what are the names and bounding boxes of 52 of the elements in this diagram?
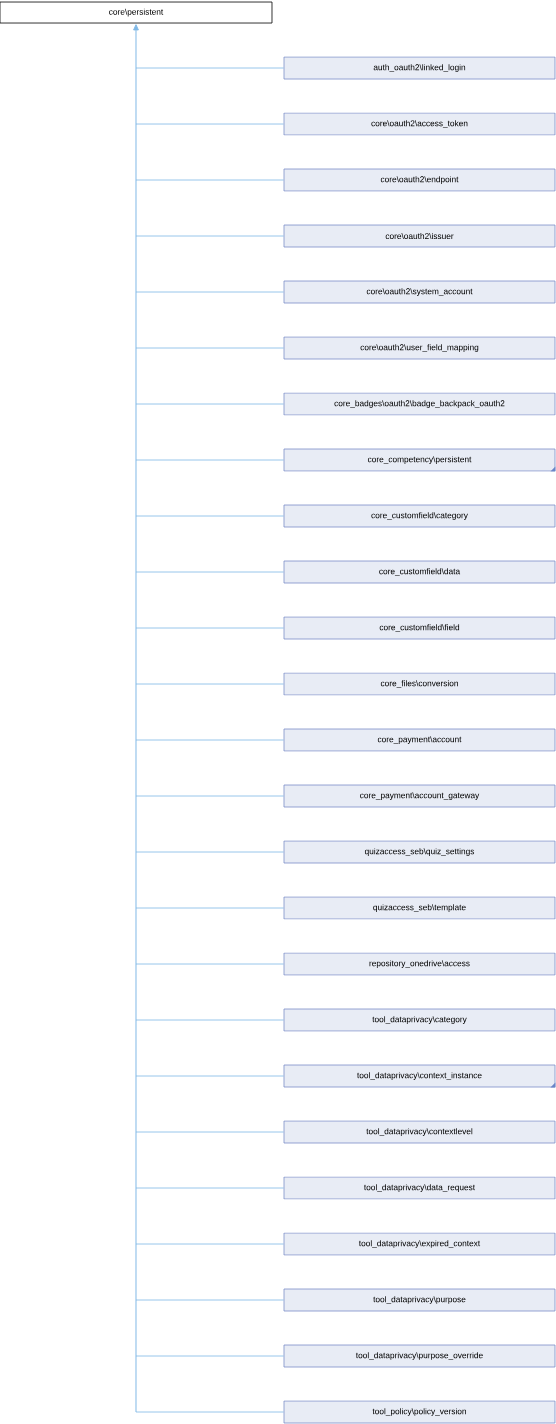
class-box: quizaccess_seb\quiz_settings — [283, 840, 556, 864]
class-box: core_badges\oauth2\badge_backpack_oauth2 — [283, 392, 556, 416]
connector-line — [135, 1355, 284, 1357]
inheritance-arrow — [133, 24, 139, 1413]
class-box: core_files\conversion — [283, 672, 556, 696]
class-box: core_customfield\category — [283, 504, 556, 528]
class-box: tool_policy\policy_version — [283, 1400, 556, 1424]
connector-line — [135, 571, 284, 573]
class-box: tool_dataprivacy\purpose_override — [283, 1344, 556, 1368]
connector-line — [135, 907, 284, 909]
connector-line — [135, 67, 284, 69]
class-box: core\oauth2\access_token — [283, 112, 556, 136]
class-box: core_competency\persistent — [283, 448, 556, 472]
class-box: core\oauth2\endpoint — [283, 168, 556, 192]
connector-line — [135, 179, 284, 181]
class-box: tool_dataprivacy\purpose — [283, 1288, 556, 1312]
connector-line — [135, 963, 284, 965]
class-box: core_customfield\field — [283, 616, 556, 640]
class-box: tool_dataprivacy\category — [283, 1008, 556, 1032]
class-box: core\oauth2\issuer — [283, 224, 556, 248]
connector-line — [135, 1299, 284, 1301]
class-box: core_customfield\data — [283, 560, 556, 584]
connector-line — [135, 1187, 284, 1189]
class-box: tool_dataprivacy\contextlevel — [283, 1120, 556, 1144]
class-box: quizaccess_seb\template — [283, 896, 556, 920]
class-box: tool_dataprivacy\data_request — [283, 1176, 556, 1200]
connector-line — [135, 291, 284, 293]
class-box: core\oauth2\system_account — [283, 280, 556, 304]
connector-line — [135, 403, 284, 405]
connector-line — [135, 515, 284, 517]
class-box: core\oauth2\user_field_mapping — [283, 336, 556, 360]
class-box: tool_dataprivacy\expired_context — [283, 1232, 556, 1256]
class-box: tool_dataprivacy\context_instance — [283, 1064, 556, 1088]
connector-line — [135, 1019, 284, 1021]
connector-line — [135, 1075, 284, 1077]
class-box: core_payment\account_gateway — [283, 784, 556, 808]
class-box: auth_oauth2\linked_login — [283, 56, 556, 80]
connector-line — [135, 459, 284, 461]
connector-line — [135, 683, 284, 685]
class-box: repository_onedrive\access — [283, 952, 556, 976]
connector-line — [135, 235, 284, 237]
connector-line — [135, 123, 284, 125]
connector-line — [135, 627, 284, 629]
connector-line — [135, 1243, 284, 1245]
connector-line — [135, 347, 284, 349]
class-box: core\persistent — [0, 1, 273, 24]
connector-line — [135, 851, 284, 853]
connector-line — [135, 1411, 284, 1413]
connector-line — [135, 795, 284, 797]
class-box: core_payment\account — [283, 728, 556, 752]
connector-line — [135, 1131, 284, 1133]
connector-line — [135, 739, 284, 741]
